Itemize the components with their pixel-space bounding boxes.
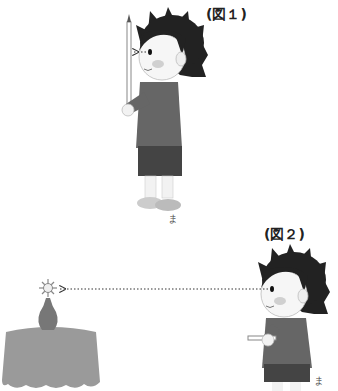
small-mark: ま (314, 374, 324, 388)
tablecloth (2, 327, 100, 388)
shorts (138, 146, 182, 176)
boy-figure-2 (60, 244, 330, 391)
sight-line (133, 51, 146, 52)
sight-line (60, 288, 268, 289)
figure-label: (図１) (206, 6, 247, 24)
shorts (264, 364, 310, 382)
shirt (262, 318, 312, 368)
figure-label: (図２) (264, 226, 305, 244)
flower (44, 284, 53, 293)
table-with-vase (2, 279, 100, 388)
small-mark: ま (168, 212, 178, 226)
shirt (136, 82, 182, 148)
vase (38, 298, 57, 330)
boy-figure-1 (122, 7, 208, 211)
pencil (127, 22, 131, 114)
